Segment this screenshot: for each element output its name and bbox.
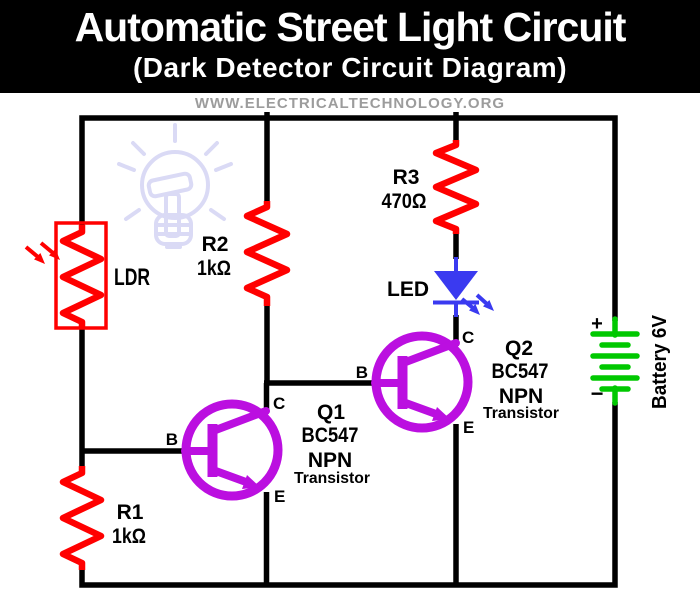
r1-zigzag: [59, 466, 105, 570]
r3-designator: R3: [393, 166, 420, 189]
q2-pin-e: E: [463, 418, 474, 437]
r2-designator: R2: [202, 233, 229, 256]
ldr-symbol: LDR: [24, 221, 150, 330]
ldr-label: LDR: [114, 264, 150, 291]
battery-symbol: + − Battery 6V: [590, 313, 671, 409]
wires: [79, 112, 618, 588]
q1-emitter-arrow: [242, 475, 260, 489]
q1-pin-e: E: [274, 487, 285, 506]
led-label: LED: [387, 278, 429, 301]
bulb-icon: [117, 123, 233, 249]
q1-pin-b: B: [166, 430, 178, 449]
q1-designator: Q1: [317, 401, 345, 424]
page-subtitle: (Dark Detector Circuit Diagram): [132, 52, 568, 83]
r3-value: 470Ω: [382, 190, 427, 213]
q2-polarity: NPN: [499, 385, 543, 408]
ldr-zigzag: [59, 225, 105, 327]
led-triangle: [434, 271, 478, 300]
r2-zigzag: [243, 201, 291, 306]
q1-part: BC547: [302, 424, 359, 447]
q2-pin-b: B: [356, 363, 368, 382]
light-arrows-ldr: [24, 241, 60, 264]
r2-value: 1kΩ: [197, 257, 231, 280]
q2-device: Transistor: [483, 405, 559, 422]
wire-top-rail: [79, 115, 618, 321]
r1-value: 1kΩ: [112, 525, 146, 548]
title-banner: Automatic Street Light Circuit (Dark Det…: [0, 0, 700, 93]
q2-emitter-arrow: [432, 407, 450, 421]
q1-device: Transistor: [294, 470, 370, 487]
r1-designator: R1: [117, 501, 144, 524]
led-symbol: LED: [387, 257, 494, 317]
r1-resistor: R1 1kΩ: [59, 466, 146, 570]
q1-polarity: NPN: [308, 449, 352, 472]
battery-plus: +: [591, 313, 603, 335]
watermark: WWW.ELECTRICALTECHNOLOGY.ORG: [194, 95, 506, 112]
q2-pin-c: C: [462, 328, 474, 347]
q2-part: BC547: [492, 360, 549, 383]
page-title: Automatic Street Light Circuit: [74, 4, 627, 50]
wire-bottom-rail: [79, 402, 618, 588]
r3-resistor: R3 470Ω: [382, 140, 480, 234]
q2-designator: Q2: [505, 337, 533, 360]
r3-zigzag: [432, 140, 480, 234]
ldr-box: [54, 221, 108, 330]
battery-minus: −: [591, 381, 604, 406]
battery-label: Battery 6V: [649, 314, 671, 409]
q1-transistor: B C E Q1 BC547 NPN Transistor: [166, 394, 370, 506]
r2-resistor: R2 1kΩ: [197, 201, 291, 306]
q1-pin-c: C: [273, 394, 285, 413]
light-arrows-led: [460, 293, 494, 315]
q2-transistor: B C E Q2 BC547 NPN Transistor: [356, 328, 559, 437]
